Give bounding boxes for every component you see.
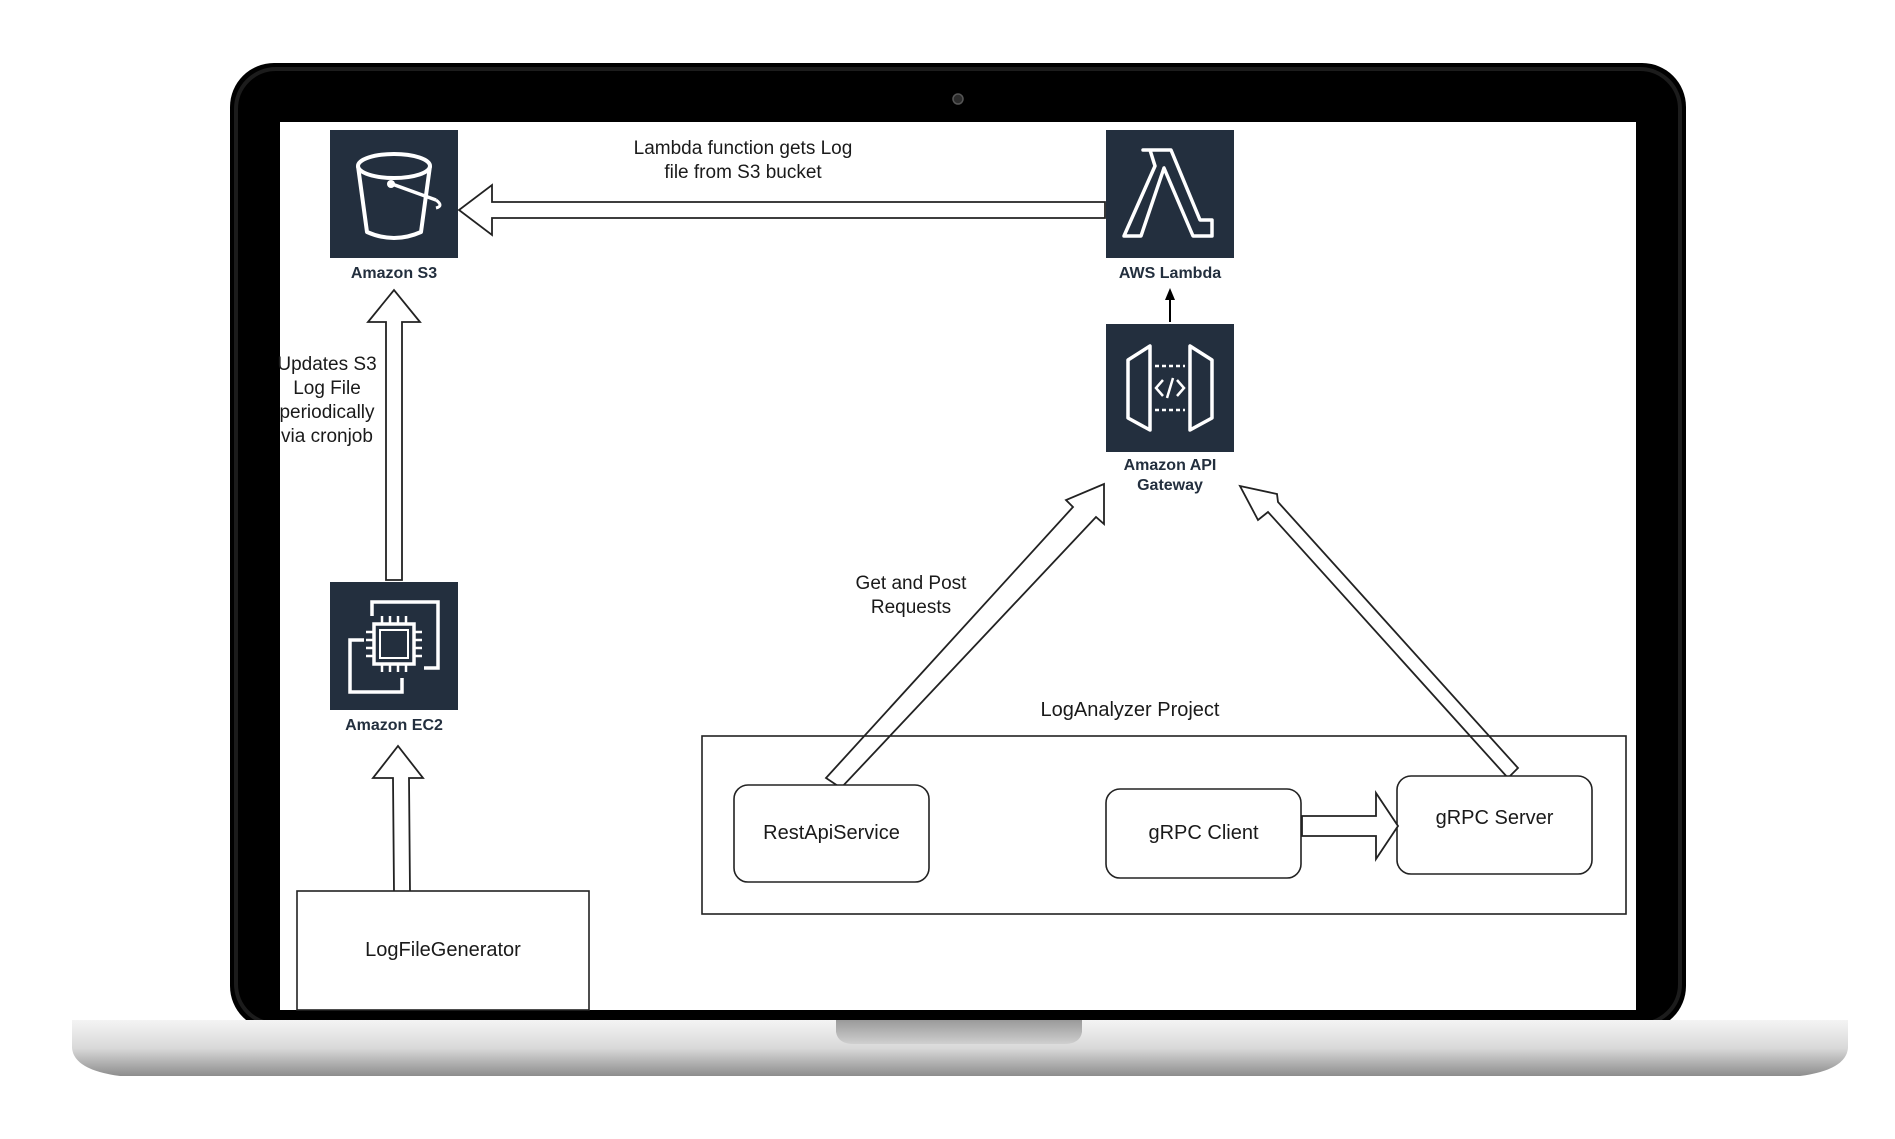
amazon-ec2-label: Amazon EC2	[345, 717, 443, 734]
arrow-generator-to-ec2	[371, 744, 425, 893]
webcam	[952, 93, 964, 105]
rest-to-gateway-label: Get and Post Requests	[855, 573, 967, 618]
lambda-to-s3-label: Lambda function gets Log file from S3 bu…	[633, 138, 853, 183]
arrow-lambda-to-s3	[457, 183, 1106, 237]
amazon-s3-label: Amazon S3	[350, 265, 438, 282]
loganalyzer-project-group	[701, 735, 1627, 915]
ec2-to-s3-label: Updates S3 Log File periodically via cro…	[277, 354, 377, 447]
api-gateway-icon	[1106, 324, 1234, 452]
arrow-ec2-to-s3	[366, 288, 422, 581]
arrow-gateway-to-lambda-head	[1165, 288, 1175, 300]
laptop-base	[72, 1020, 1848, 1076]
log-file-generator-box	[296, 890, 590, 1011]
amazon-ec2-icon	[330, 582, 458, 710]
grpc-server-node: gRPC Server	[1435, 806, 1554, 829]
log-file-generator-node: LogFileGenerator	[365, 939, 521, 961]
grpc-client-box	[1105, 788, 1302, 879]
laptop-notch	[836, 1020, 1082, 1044]
rest-api-service-box	[733, 784, 930, 883]
amazon-s3-icon	[330, 130, 458, 258]
arrow-server-to-gateway	[1238, 484, 1520, 780]
laptop-screen	[280, 122, 1636, 1010]
grpc-client-node: gRPC Client	[1148, 822, 1259, 844]
arrow-rest-to-gateway	[824, 482, 1105, 790]
aws-lambda-icon	[1106, 130, 1234, 258]
api-gateway-label: Amazon API Gateway	[1123, 457, 1217, 494]
rest-api-service-node: RestApiService	[763, 822, 900, 844]
arrow-client-to-server	[1301, 790, 1400, 862]
aws-lambda-label: AWS Lambda	[1118, 265, 1222, 282]
loganalyzer-project-label: LogAnalyzer Project	[1040, 699, 1220, 721]
